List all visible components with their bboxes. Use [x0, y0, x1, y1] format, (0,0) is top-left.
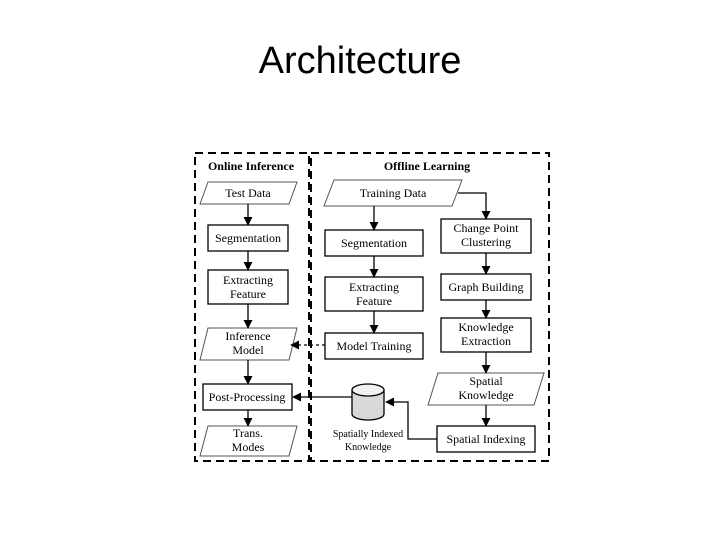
knowledge-extraction-node: Knowledge Extraction: [440, 317, 532, 353]
model-label: Model: [232, 343, 264, 357]
clustering-label: Clustering: [461, 235, 511, 249]
spatial-indexing-node: Spatial Indexing: [436, 425, 536, 453]
knowledge-label: Knowledge: [458, 320, 513, 334]
extraction-label: Extraction: [461, 334, 511, 348]
indexed-knowledge-label-2: Knowledge: [345, 442, 392, 453]
online-segmentation-node: Segmentation: [207, 224, 289, 252]
indexed-knowledge-label-1: Spatially Indexed: [333, 429, 403, 440]
modes-label: Modes: [232, 440, 265, 454]
offline-feature-label: Feature: [356, 294, 392, 308]
slide-title: Architecture: [258, 40, 462, 82]
trans-modes-node: Trans. Modes: [199, 425, 298, 457]
trans-label: Trans.: [233, 426, 263, 440]
model-training-label: Model Training: [336, 339, 411, 353]
edge-training-to-change-point: [458, 192, 491, 220]
training-data-label: Training Data: [360, 186, 427, 200]
test-data-label: Test Data: [225, 186, 271, 200]
inference-label: Inference: [225, 329, 270, 343]
spatial-indexing-label: Spatial Indexing: [447, 432, 526, 446]
post-processing-node: Post-Processing: [202, 383, 293, 411]
model-training-node: Model Training: [324, 332, 424, 360]
post-processing-label: Post-Processing: [209, 390, 286, 404]
online-extracting-feature-node: Extracting Feature: [207, 269, 289, 305]
offline-segmentation-node: Segmentation: [324, 229, 424, 257]
graph-building-label: Graph Building: [449, 280, 524, 294]
change-point-clustering-node: Change Point Clustering: [440, 218, 532, 254]
offline-learning-heading: Offline Learning: [384, 159, 470, 173]
online-segmentation-label: Segmentation: [215, 231, 281, 245]
inference-model-node: Inference Model: [199, 327, 298, 361]
online-feature-label: Feature: [230, 287, 266, 301]
online-inference-panel: [194, 152, 310, 462]
online-extracting-label: Extracting: [223, 273, 273, 287]
offline-extracting-label: Extracting: [349, 280, 399, 294]
training-data-node: Training Data: [323, 179, 463, 207]
graph-building-node: Graph Building: [440, 273, 532, 301]
change-point-label: Change Point: [454, 221, 520, 235]
offline-learning-panel: [310, 152, 550, 462]
online-inference-heading: Online Inference: [208, 159, 295, 173]
test-data-node: Test Data: [199, 181, 298, 205]
spatial-knowledge-label: Knowledge: [458, 388, 513, 402]
database-icon: [351, 383, 385, 421]
edge-indexing-to-database: [385, 397, 437, 440]
spatial-label: Spatial: [469, 374, 503, 388]
spatial-knowledge-node: Spatial Knowledge: [427, 372, 545, 406]
offline-extracting-feature-node: Extracting Feature: [324, 276, 424, 312]
offline-segmentation-label: Segmentation: [341, 236, 407, 250]
